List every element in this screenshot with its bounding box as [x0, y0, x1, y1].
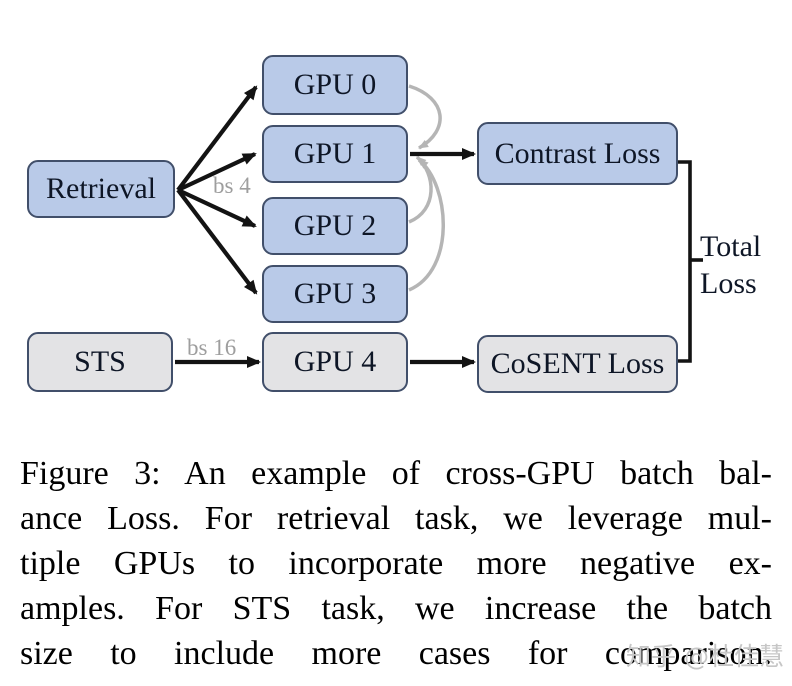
bracket-total-loss	[677, 160, 692, 363]
node-gpu3-label: GPU 3	[293, 277, 377, 310]
arrow-retrieval-gpu3	[176, 188, 258, 295]
caption-line: amples. For STS task, we increase the ba…	[20, 590, 772, 627]
caption-line: Figure 3: An example of cross-GPU batch …	[20, 455, 772, 492]
node-gpu2-label: GPU 2	[293, 209, 377, 242]
edge-label-bs4: bs 4	[213, 173, 251, 198]
node-contrast-loss: Contrast Loss	[477, 122, 678, 185]
caption-line: tiple GPUs to incorporate more negative …	[20, 545, 772, 582]
node-retrieval-label: Retrieval	[46, 172, 156, 205]
caption-line: size to include more cases for compariso…	[20, 635, 772, 672]
diagram-edges	[175, 84, 703, 368]
node-gpu4-label: GPU 4	[293, 345, 377, 378]
arc-gpu0-gpu1	[408, 84, 442, 150]
node-cosent-loss-label: CoSENT Loss	[490, 347, 665, 380]
node-sts: STS	[27, 332, 173, 392]
node-gpu4: GPU 4	[262, 332, 408, 392]
arrow-retrieval-gpu1	[177, 152, 257, 192]
node-cosent-loss: CoSENT Loss	[477, 335, 678, 393]
node-gpu0-label: GPU 0	[293, 68, 377, 101]
arrow-retrieval-gpu2	[177, 188, 257, 228]
figure-caption: Figure 3: An example of cross-GPU batch …	[20, 451, 772, 676]
edge-label-bs16: bs 16	[187, 335, 237, 360]
label-total-loss-line1: Total	[700, 230, 762, 263]
node-gpu2: GPU 2	[262, 197, 408, 255]
node-gpu0: GPU 0	[262, 55, 408, 115]
caption-line: ance Loss. For retrieval task, we levera…	[20, 500, 772, 537]
watermark: 知乎 @杜佳慧	[626, 642, 784, 671]
node-gpu1-label: GPU 1	[293, 137, 377, 170]
label-total-loss: Total Loss	[700, 228, 780, 302]
node-retrieval: Retrieval	[27, 160, 175, 218]
label-total-loss-line2: Loss	[700, 267, 757, 300]
node-gpu3: GPU 3	[262, 265, 408, 323]
arc-gpu3-gpu1	[408, 158, 445, 292]
arrow-retrieval-gpu0	[176, 85, 258, 192]
node-contrast-loss-label: Contrast Loss	[494, 136, 661, 170]
node-gpu1: GPU 1	[262, 125, 408, 183]
node-sts-label: STS	[74, 345, 126, 378]
